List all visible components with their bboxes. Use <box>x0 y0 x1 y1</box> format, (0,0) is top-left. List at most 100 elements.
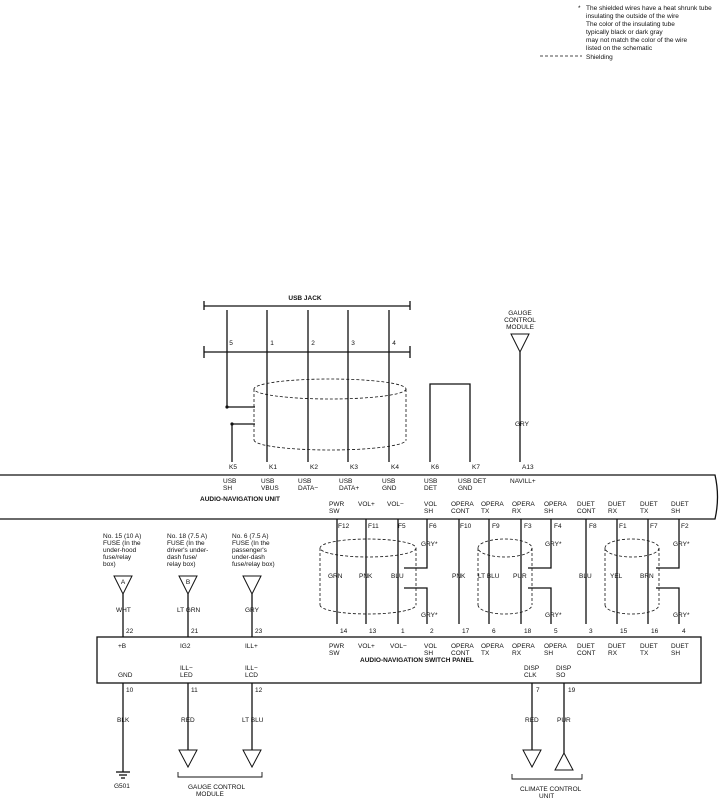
connector-triangle-icon <box>242 749 262 769</box>
shield-wire-label: GRY* <box>421 541 438 548</box>
pin-label: OPERA <box>451 501 474 508</box>
pin-label: OPERA <box>512 501 535 508</box>
pin-label: DUET <box>577 501 595 508</box>
wire-color-label: BLU <box>579 573 592 580</box>
pin-number: 23 <box>255 628 263 635</box>
wire-color-label: GRN <box>328 573 343 580</box>
connector-triangle-icon <box>242 575 262 596</box>
pin-label: CONT <box>577 650 595 657</box>
pin-label: VOL− <box>387 501 404 508</box>
pin-label: CONT <box>577 508 595 515</box>
pin-number: 4 <box>682 628 686 635</box>
usb-det-loop <box>429 383 471 462</box>
duet-shield-body <box>604 548 660 615</box>
unit-top-pin: K5 USB SH <box>223 464 237 492</box>
pin-id: A13 <box>522 464 534 471</box>
junction-dots <box>225 405 234 426</box>
fuse-label: No. 18 (7.5 A) <box>167 533 207 540</box>
pin-id: F7 <box>650 523 658 530</box>
pin-label: LED <box>180 672 193 679</box>
shield-wire-label: GRY* <box>673 612 690 619</box>
pin-label: VOL+ <box>358 501 375 508</box>
legend-note-line: The color of the insulating tube <box>586 21 675 28</box>
wire-color-label: LT BLU <box>242 717 264 724</box>
pin-label: DUET <box>671 643 689 650</box>
pin-label: TX <box>640 650 649 657</box>
unit-bottom-pin: OPERA SH F4 <box>544 501 567 530</box>
pin-label: NAVILL+ <box>510 478 536 485</box>
switch-panel-title: AUDIO-NAVIGATION SWITCH PANEL <box>360 657 474 664</box>
wire-color-label: YEL <box>610 573 623 580</box>
unit-bottom-pin: VOL+ F11 <box>358 501 379 530</box>
mid-wiring: GRN PNK BLU PNK LT BLU PUR BLU YEL BRN G… <box>319 519 690 624</box>
wire-color-label: PUR <box>513 573 527 580</box>
pin-label: CONT <box>451 508 469 515</box>
pin-label: DATA+ <box>339 485 359 492</box>
unit-bottom-pin: OPERA RX F3 <box>512 501 535 530</box>
vol-shield-body <box>319 548 417 615</box>
shield-wire-label: GRY* <box>421 612 438 619</box>
vol-shield-top <box>319 538 417 558</box>
pin-id: F1 <box>619 523 627 530</box>
pin-label: TX <box>640 508 649 515</box>
climate-label: UNIT <box>539 793 554 800</box>
usb-pin-number: 2 <box>311 340 315 347</box>
vol-sh-drain <box>404 519 428 569</box>
pin-id: F11 <box>368 523 379 530</box>
unit-top-pin: K3 USB DATA+ <box>339 464 359 492</box>
usb-shield-top <box>253 378 407 400</box>
gauge-label: MODULE <box>506 324 534 331</box>
pin-number: 2 <box>430 628 434 635</box>
pin-id: K1 <box>269 464 277 471</box>
pin-number: 16 <box>651 628 659 635</box>
opera-shield-body <box>477 548 533 615</box>
pin-number: 21 <box>191 628 199 635</box>
opera-sh-drain <box>528 587 552 624</box>
unit-top-pin: K6 USB DET <box>424 464 439 492</box>
audio-navigation-switch-panel: AUDIO-NAVIGATION SWITCH PANEL 22 +B 21 I… <box>96 628 702 694</box>
legend-note-line: The shielded wires have a heat shrunk tu… <box>586 5 712 12</box>
pin-label: DISP <box>524 665 539 672</box>
pin-number: 11 <box>191 687 198 694</box>
fuse-label: fuse/relay box) <box>232 561 275 568</box>
pin-label: USB <box>424 478 437 485</box>
fuse-label: FUSE (In the <box>103 540 141 547</box>
pin-label: USB <box>223 478 236 485</box>
legend-shielding-label: Shielding <box>586 54 613 61</box>
fuse-18: No. 18 (7.5 A) FUSE (In the driver's und… <box>167 533 208 637</box>
pin-id: F8 <box>589 523 597 530</box>
connector-triangle-up-icon <box>554 751 574 771</box>
pin-label: USB <box>339 478 352 485</box>
legend-note-line: may not match the color of the wire <box>586 37 688 44</box>
shield-wire-label: GRY* <box>545 541 562 548</box>
gauge-bracket <box>177 772 263 778</box>
pin-id: F6 <box>429 523 437 530</box>
unit-bottom-pin: PWR SW F12 <box>329 501 350 530</box>
ground-label: G501 <box>114 783 130 790</box>
pin-id: F9 <box>492 523 500 530</box>
pin-label: TX <box>481 650 490 657</box>
connector-triangle-icon <box>510 333 530 354</box>
fuse-label: FUSE (In the <box>167 540 205 547</box>
wire-color-label: BLU <box>391 573 404 580</box>
duet-sh-drain <box>656 587 680 624</box>
pin-label: RX <box>608 508 618 515</box>
pin-number: 12 <box>255 687 263 694</box>
pin-label: SH <box>671 650 680 657</box>
pin-id: F10 <box>460 523 472 530</box>
pin-label: SH <box>544 508 553 515</box>
pin-label: SH <box>223 485 232 492</box>
usb-jack-title: USB JACK <box>288 295 322 302</box>
wire-color-label: PUR <box>557 717 571 724</box>
pin-label: OPERA <box>481 643 504 650</box>
gauge-label: CONTROL <box>504 317 536 324</box>
fuse-label: fuse/relay <box>103 554 132 561</box>
pin-label: DISP <box>556 665 571 672</box>
pin-number: 19 <box>568 687 576 694</box>
fuse-label: No. 15 (10 A) <box>103 533 141 540</box>
pin-label: VBUS <box>261 485 279 492</box>
fuse-label: driver's under- <box>167 547 208 554</box>
unit-bottom-pin: DUET RX F1 <box>608 501 627 530</box>
wire-color-label: RED <box>181 717 195 724</box>
usb-pin-number: 4 <box>392 340 396 347</box>
